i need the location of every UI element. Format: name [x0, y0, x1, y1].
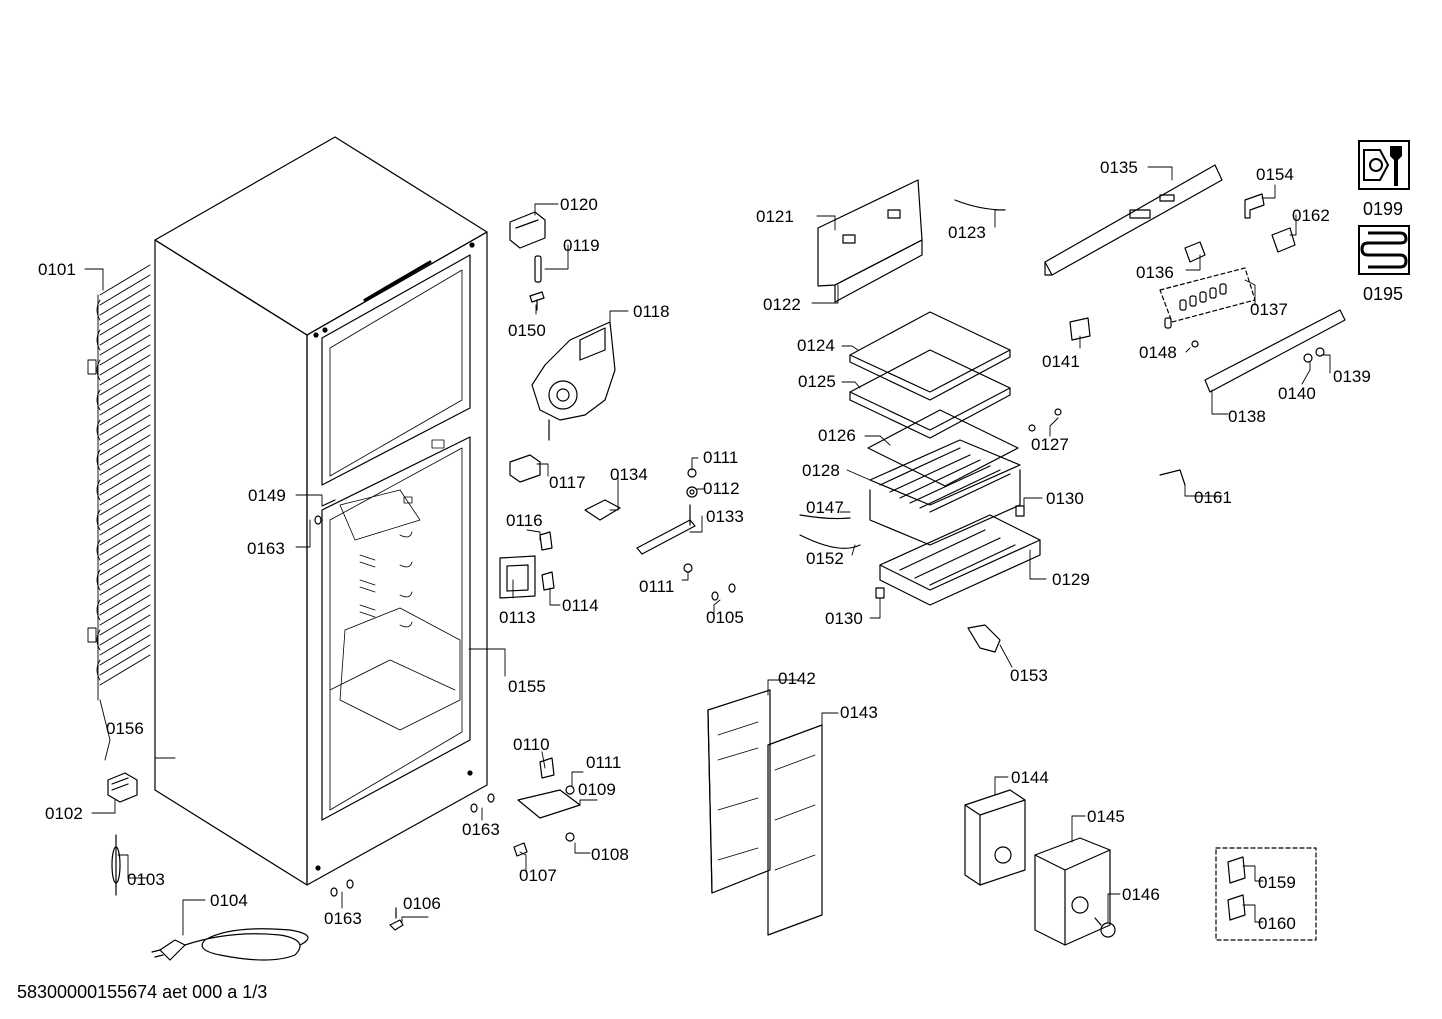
callout-0134[interactable]: 0134 — [610, 465, 648, 484]
callout-0111-middle[interactable]: 0111 — [639, 577, 675, 596]
callout-0139[interactable]: 0139 — [1333, 367, 1371, 386]
condenser-coil — [87, 264, 151, 761]
callout-0116[interactable]: 0116 — [506, 511, 543, 530]
callout-0156[interactable]: 0156 — [106, 719, 144, 738]
callout-0102[interactable]: 0102 — [45, 804, 83, 823]
callout-0162[interactable]: 0162 — [1292, 206, 1330, 225]
callout-0125[interactable]: 0125 — [798, 372, 836, 391]
callout-0159[interactable]: 0159 — [1258, 873, 1296, 892]
callout-0123[interactable]: 0123 — [948, 223, 986, 242]
callout-0103[interactable]: 0103 — [127, 870, 165, 889]
callout-0155[interactable]: 0155 — [508, 677, 546, 696]
callout-0111-lower[interactable]: 0111 — [586, 753, 622, 772]
callout-0147[interactable]: 0147 — [806, 498, 844, 517]
condenser-coil-icon-label: 0195 — [1363, 284, 1404, 304]
callout-0149[interactable]: 0149 — [248, 486, 286, 505]
callout-0120[interactable]: 0120 — [560, 195, 598, 214]
callout-0121[interactable]: 0121 — [756, 207, 794, 226]
callout-0128[interactable]: 0128 — [802, 461, 840, 480]
callout-0145[interactable]: 0145 — [1087, 807, 1125, 826]
callout-0161[interactable]: 0161 — [1194, 488, 1232, 507]
callout-0124[interactable]: 0124 — [797, 336, 835, 355]
callout-0153[interactable]: 0153 — [1010, 666, 1048, 685]
callout-0119[interactable]: 0119 — [563, 236, 600, 255]
callout-0114[interactable]: 0114 — [562, 596, 599, 615]
evaporator-parts — [799, 179, 1062, 653]
tools-icon-label: 0199 — [1363, 199, 1404, 219]
callout-0148[interactable]: 0148 — [1139, 343, 1177, 362]
callout-0127[interactable]: 0127 — [1031, 435, 1069, 454]
callout-0122[interactable]: 0122 — [763, 295, 801, 314]
callout-0107[interactable]: 0107 — [519, 866, 557, 885]
cabinet-housing — [154, 136, 488, 886]
callout-0163-left[interactable]: 0163 — [247, 539, 285, 558]
leader-lines — [84, 166, 1331, 936]
tools-icon[interactable] — [1358, 140, 1410, 190]
callout-0112[interactable]: 0112 — [703, 479, 740, 498]
callout-0152[interactable]: 0152 — [806, 549, 844, 568]
callout-0150[interactable]: 0150 — [508, 321, 546, 340]
condenser-coil-icon[interactable] — [1358, 225, 1410, 275]
callout-0101[interactable]: 0101 — [38, 260, 76, 279]
callout-0111-upper[interactable]: 0111 — [703, 448, 739, 467]
callout-0135[interactable]: 0135 — [1100, 158, 1138, 177]
callout-0130-lower[interactable]: 0130 — [825, 609, 863, 628]
callout-0138[interactable]: 0138 — [1228, 407, 1266, 426]
callout-0141[interactable]: 0141 — [1042, 352, 1080, 371]
callout-0146[interactable]: 0146 — [1122, 885, 1160, 904]
callout-0105[interactable]: 0105 — [706, 608, 744, 627]
callout-0108[interactable]: 0108 — [591, 845, 629, 864]
callout-0144[interactable]: 0144 — [1011, 768, 1049, 787]
callout-0106[interactable]: 0106 — [403, 894, 441, 913]
callout-0163-middle[interactable]: 0163 — [462, 820, 500, 839]
callout-0104[interactable]: 0104 — [210, 891, 248, 910]
door-parts — [707, 689, 1317, 946]
callout-0160[interactable]: 0160 — [1258, 914, 1296, 933]
callout-0130-upper[interactable]: 0130 — [1046, 489, 1084, 508]
callout-0143[interactable]: 0143 — [840, 703, 878, 722]
document-code: 58300000155674 aet 000 a 1/3 — [17, 982, 268, 1002]
callout-0118[interactable]: 0118 — [633, 302, 670, 321]
callout-0163-bottom[interactable]: 0163 — [324, 909, 362, 928]
callout-0137[interactable]: 0137 — [1250, 300, 1288, 319]
cabinet-small-parts — [107, 499, 495, 961]
callout-0113[interactable]: 0113 — [499, 608, 536, 627]
callout-0110[interactable]: 0110 — [513, 735, 550, 754]
callout-0109[interactable]: 0109 — [578, 780, 616, 799]
callout-0133[interactable]: 0133 — [706, 507, 744, 526]
callout-0117[interactable]: 0117 — [549, 473, 586, 492]
callout-0126[interactable]: 0126 — [818, 426, 856, 445]
callout-0142[interactable]: 0142 — [778, 669, 816, 688]
callout-0140[interactable]: 0140 — [1278, 384, 1316, 403]
callout-0129[interactable]: 0129 — [1052, 570, 1090, 589]
callout-0136[interactable]: 0136 — [1136, 263, 1174, 282]
callout-0154[interactable]: 0154 — [1256, 165, 1294, 184]
